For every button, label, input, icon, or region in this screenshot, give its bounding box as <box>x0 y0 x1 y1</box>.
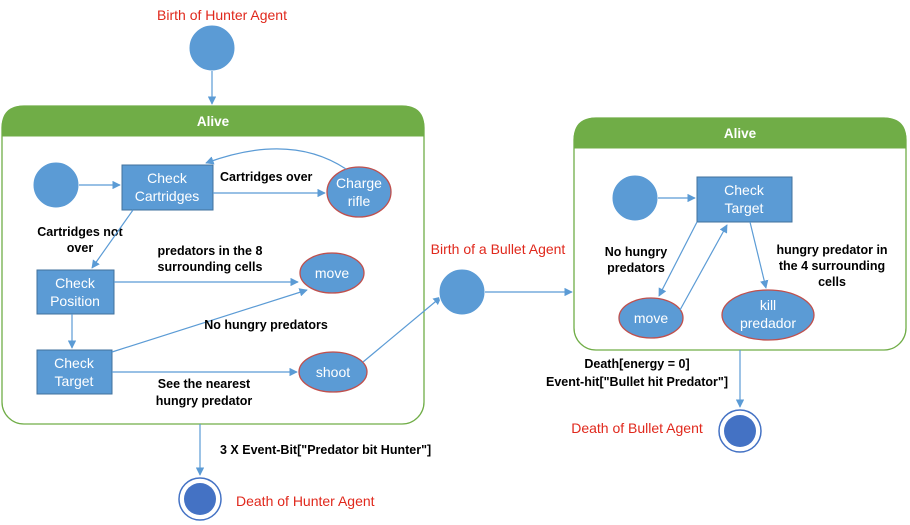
bullet-edge-no-hungry-2: predators <box>607 261 665 275</box>
death-hunter-label: Death of Hunter Agent <box>236 493 375 509</box>
check-position-line1: Check <box>55 275 96 291</box>
edge-target-to-move <box>111 288 308 353</box>
hunter-inner-initial-node[interactable] <box>32 161 80 209</box>
bullet-alive-state[interactable]: Alive <box>573 117 907 351</box>
charge-rifle-node[interactable]: Charge rifle <box>326 166 392 218</box>
edge-label-no-hungry: No hungry predators <box>204 318 328 332</box>
edge-label-see-nearest-2: hungry predator <box>156 394 253 408</box>
bullet-edge-hungry-4-1: hungry predator in <box>776 243 887 257</box>
hunter-check-target-line1: Check <box>54 355 95 371</box>
bullet-check-target-line1: Check <box>724 182 765 198</box>
bullet-move-label: move <box>634 310 668 326</box>
bullet-exit-label-1: Death[energy = 0] <box>584 357 689 371</box>
kill-predador-line1: kill <box>760 297 776 313</box>
hunter-move-label: move <box>315 265 349 281</box>
bullet-initial-node[interactable] <box>438 268 486 316</box>
hunter-check-target-node[interactable]: Check Target <box>36 349 113 395</box>
hunter-initial-node[interactable] <box>188 24 236 72</box>
bullet-edge-no-hungry-1: No hungry <box>605 245 668 259</box>
edge-label-cartridges-over: Cartridges over <box>220 170 313 184</box>
edge-label-predators-8-1: predators in the 8 <box>158 244 263 258</box>
bullet-check-target-line2: Target <box>725 200 764 216</box>
bullet-move-node[interactable]: move <box>618 297 684 339</box>
edge-label-predators-8-2: surrounding cells <box>158 260 263 274</box>
hunter-move-node[interactable]: move <box>299 252 365 294</box>
edge-label-not-over-2: over <box>67 241 94 255</box>
edge-label-see-nearest-1: See the nearest <box>158 377 251 391</box>
kill-predador-node[interactable]: kill predador <box>721 289 815 341</box>
bullet-check-target-node[interactable]: Check Target <box>696 176 793 223</box>
shoot-node[interactable]: shoot <box>298 351 368 393</box>
hunter-alive-title: Alive <box>197 114 230 129</box>
edge-target-to-kill <box>749 221 769 289</box>
edge-label-not-over-1: Cartridges not <box>37 225 123 239</box>
edge-target-to-bullet-move <box>658 221 698 297</box>
edge-bullet-move-to-target <box>679 224 728 311</box>
edge-charge-to-cartridges <box>205 148 347 170</box>
charge-rifle-line1: Charge <box>336 175 382 191</box>
kill-predador-line2: predador <box>740 315 796 331</box>
birth-hunter-label: Birth of Hunter Agent <box>157 7 287 23</box>
check-position-node[interactable]: Check Position <box>36 269 115 315</box>
hunter-exit-label: 3 X Event-Bit["Predator bit Hunter"] <box>220 443 431 457</box>
charge-rifle-line2: rifle <box>348 193 371 209</box>
bullet-edge-hungry-4-3: cells <box>818 275 846 289</box>
check-cartridges-line2: Cartridges <box>135 188 200 204</box>
hunter-check-target-line2: Target <box>55 373 94 389</box>
edge-shoot-to-bullet-birth <box>362 296 442 363</box>
birth-bullet-label: Birth of a Bullet Agent <box>431 241 566 257</box>
edge-cartridges-to-position <box>91 209 134 269</box>
check-cartridges-line1: Check <box>147 170 188 186</box>
bullet-edge-hungry-4-2: the 4 surrounding <box>779 259 885 273</box>
death-bullet-label: Death of Bullet Agent <box>571 420 703 436</box>
bullet-alive-title: Alive <box>724 126 757 141</box>
bullet-final-node[interactable] <box>718 409 762 453</box>
check-cartridges-node[interactable]: Check Cartridges <box>121 164 214 211</box>
bullet-exit-label-2: Event-hit["Bullet hit Predator"] <box>546 375 728 389</box>
bullet-inner-initial-node[interactable] <box>611 174 659 222</box>
hunter-final-node[interactable] <box>178 477 222 521</box>
check-position-line2: Position <box>50 293 100 309</box>
shoot-label: shoot <box>316 364 350 380</box>
